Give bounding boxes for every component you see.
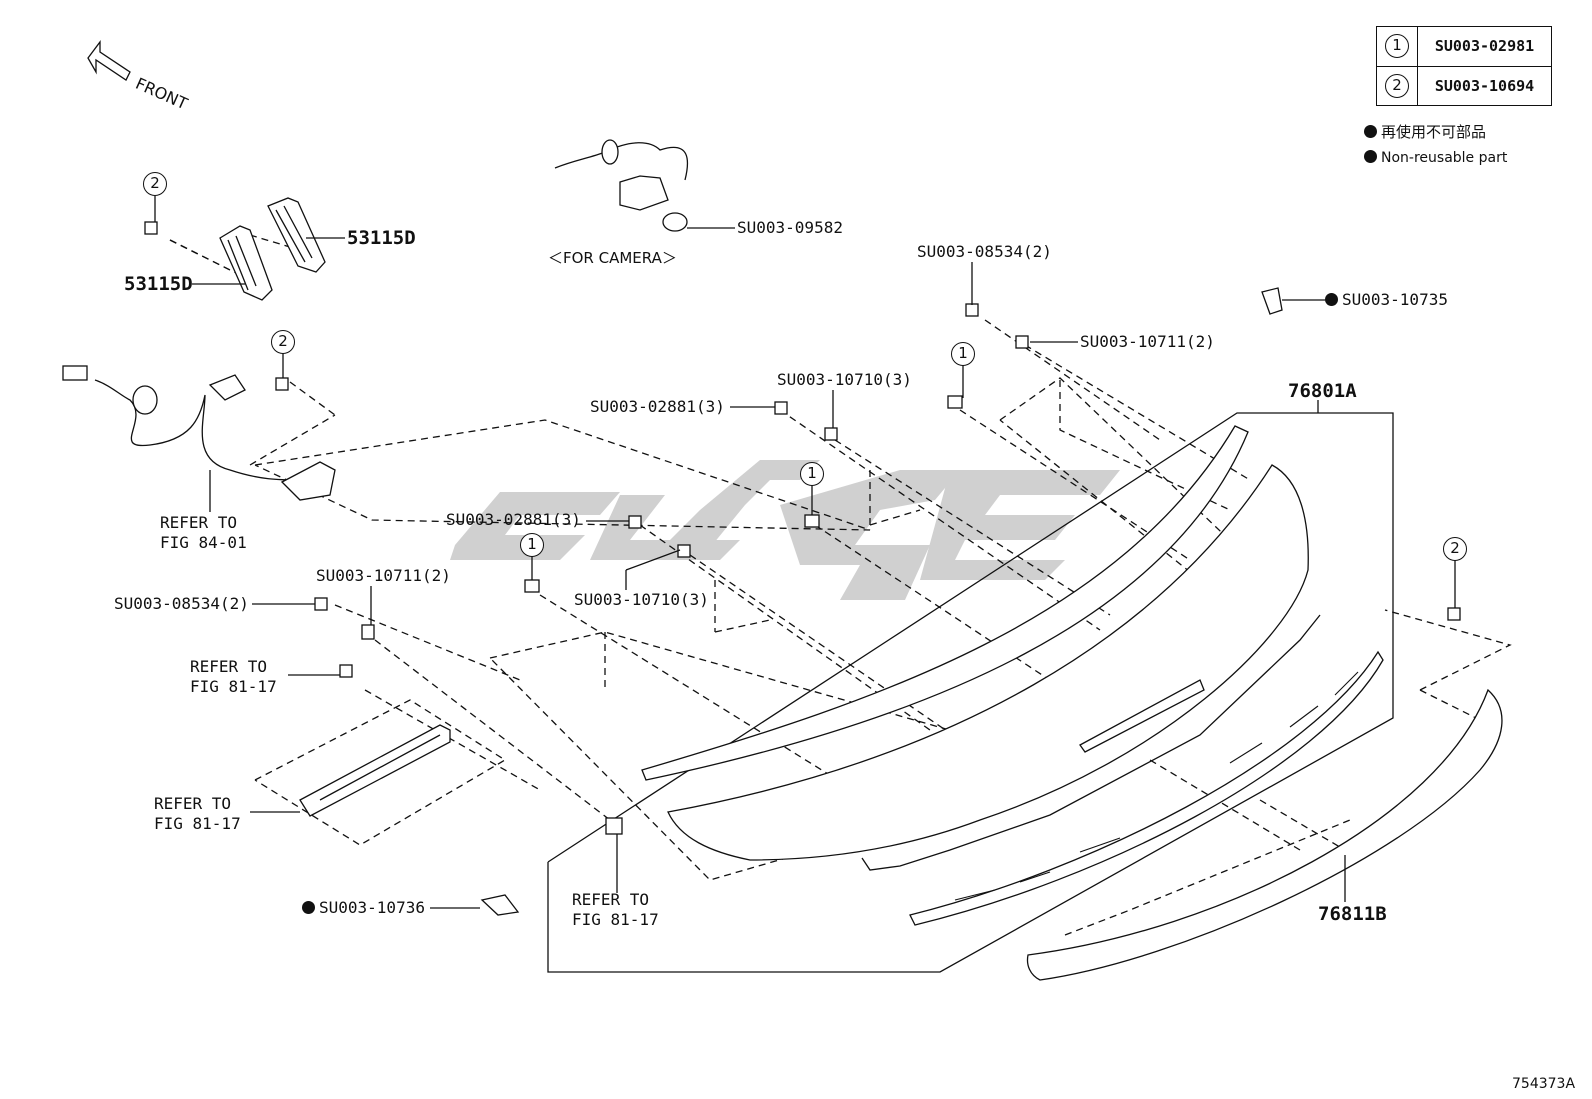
callout-2: 2 [271,330,295,354]
non-reusable-en: Non-reusable part [1364,148,1507,168]
non-reusable-dot-icon [302,901,315,914]
part-label-su02881: SU003-02881(3) [446,510,581,529]
assembly-frame [547,412,1394,973]
part-label-su08534: SU003-08534(2) [917,242,1052,261]
refer-label: REFER TO [572,890,650,909]
part-label-su10710: SU003-10710(3) [777,370,912,389]
callout-1: 1 [520,533,544,557]
refer-label: REFER TO [190,657,268,676]
part-label-53115D: 53115D [347,227,416,249]
part-label-su10711: SU003-10711(2) [1080,332,1215,351]
callout-marker: 1 [1385,34,1409,59]
refer-label: FIG 81-17 [572,910,659,929]
part-label-su02881: SU003-02881(3) [590,397,725,416]
part-label-su10711: SU003-10711(2) [316,566,451,585]
front-arrow-icon [87,40,131,81]
part-label-76801A: 76801A [1288,380,1357,402]
legend-row: 2 SU003-10694 [1376,65,1552,106]
spoiler-thin-strip [641,425,1249,781]
callout-2: 2 [1443,537,1467,561]
refer-label: REFER TO [160,513,238,532]
garnish-76811B [1026,688,1503,981]
camera-harness [554,142,689,181]
refer-label: FIG 81-17 [190,677,277,696]
non-reusable-jp: 再使用不可部品 [1364,122,1486,142]
watermark-logo [450,460,1120,600]
callout-1: 1 [951,342,975,366]
part-label-53115D: 53115D [124,273,193,295]
part-label-su08534: SU003-08534(2) [114,594,249,613]
leader-lines [154,196,1456,909]
bracket-53115D-right [267,197,326,273]
callout-1: 1 [800,462,824,486]
dashed-guide-lines [169,234,1512,936]
spoiler-main-body [667,464,1309,861]
refer-label: REFER TO [154,794,232,813]
part-label-76811B: 76811B [1318,903,1387,925]
bracket-53115D-left [219,225,273,301]
garnish-strip-lower [909,650,1384,926]
callout-2: 2 [143,172,167,196]
legend-table: 1 SU003-02981 2 SU003-10694 [1376,26,1552,106]
part-label-su10710: SU003-10710(3) [574,590,709,609]
legend-code: SU003-10694 [1417,65,1552,106]
bullet-dot-icon [1364,125,1377,138]
non-reusable-dot-icon [1325,293,1338,306]
bullet-dot-icon [1364,150,1377,163]
refer-label: FIG 81-17 [154,814,241,833]
sensor-harness [94,379,301,481]
part-label-camera-grommet: SU003-09582 [737,218,843,237]
part-label-su10735: SU003-10735 [1325,290,1448,310]
refer-label: FIG 84-01 [160,533,247,552]
figure-id: 754373A [1512,1076,1576,1092]
legend-row: 1 SU003-02981 [1376,26,1552,67]
legend-code: SU003-02981 [1417,26,1552,67]
part-label-su10736: SU003-10736 [302,898,425,918]
callout-marker: 2 [1385,73,1409,98]
for-camera-note: ＜FOR CAMERA＞ [548,249,677,267]
